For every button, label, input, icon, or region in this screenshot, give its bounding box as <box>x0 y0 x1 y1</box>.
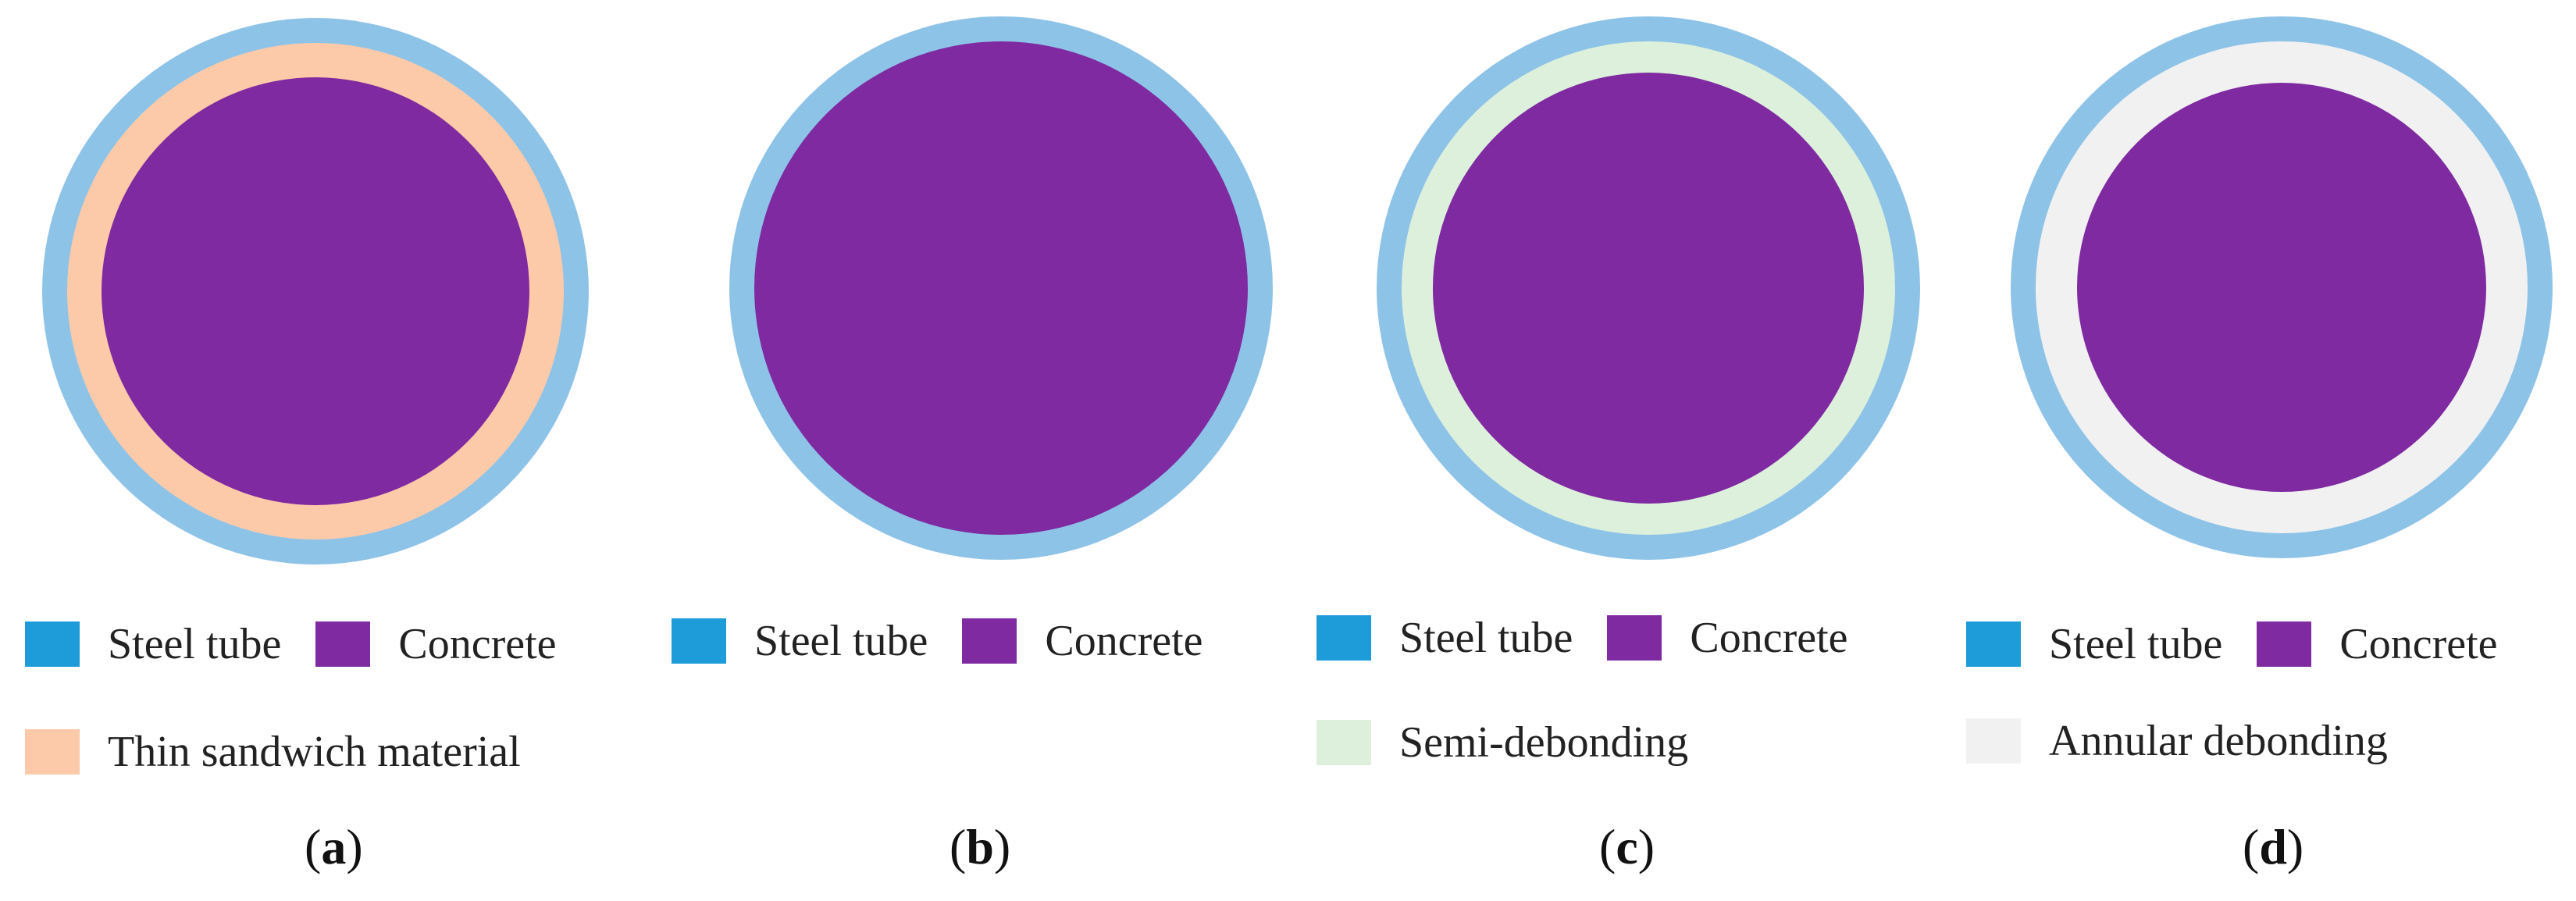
concrete-label: Concrete <box>2339 620 2498 668</box>
concrete-core <box>2077 83 2486 492</box>
panel-b: Steel tube Concrete (b) <box>643 0 1287 901</box>
steel-tube-swatch <box>25 621 80 667</box>
legend-row-1: Steel tube Concrete <box>25 617 557 671</box>
legend-row-1: Steel tube Concrete <box>672 614 1203 668</box>
panel-a: Steel tube Concrete Thin sandwich materi… <box>0 0 643 901</box>
thin-sandwich-swatch <box>25 729 80 775</box>
concrete-swatch <box>2257 621 2312 667</box>
caption-d: (d) <box>2243 819 2304 874</box>
panel-c: Steel tube Concrete Semi-debonding (c) <box>1287 0 1930 901</box>
concrete-swatch <box>315 621 371 667</box>
section-b-diagram <box>729 16 1273 560</box>
legend-row-2: Thin sandwich material <box>25 725 521 779</box>
caption-b: (b) <box>950 819 1011 874</box>
concrete-label: Concrete <box>1690 614 1848 662</box>
legend-row-1: Steel tube Concrete <box>1966 617 2498 671</box>
panel-d: Steel tube Concrete Annular debonding (d… <box>1930 0 2574 901</box>
concrete-swatch <box>962 618 1017 664</box>
steel-tube-label: Steel tube <box>2049 620 2223 668</box>
annular-debonding-swatch <box>1966 718 2021 764</box>
semi-debonding-label: Semi-debonding <box>1399 718 1689 767</box>
caption-c: (c) <box>1599 819 1655 874</box>
legend-row-2: Semi-debonding <box>1317 715 1688 770</box>
annular-debonding-label: Annular debonding <box>2049 717 2388 765</box>
steel-tube-label: Steel tube <box>108 620 282 668</box>
concrete-swatch <box>1607 615 1662 661</box>
concrete-label: Concrete <box>398 620 557 668</box>
steel-tube-label: Steel tube <box>754 617 928 665</box>
steel-tube-swatch <box>672 618 726 664</box>
section-c-diagram <box>1377 16 1920 560</box>
concrete-label: Concrete <box>1045 617 1203 665</box>
section-a-diagram <box>42 18 589 564</box>
steel-tube-swatch <box>1317 615 1371 661</box>
concrete-core <box>1433 73 1864 504</box>
steel-tube-swatch <box>1966 621 2021 667</box>
steel-tube-label: Steel tube <box>1399 614 1573 662</box>
section-d-diagram <box>2011 16 2553 558</box>
thin-sandwich-label: Thin sandwich material <box>108 728 521 776</box>
concrete-core <box>754 41 1248 535</box>
legend-row-2: Annular debonding <box>1966 714 2388 768</box>
concrete-core <box>102 77 529 505</box>
caption-a: (a) <box>305 819 363 874</box>
legend-row-1: Steel tube Concrete <box>1317 611 1848 665</box>
semi-debonding-swatch <box>1317 720 1371 765</box>
